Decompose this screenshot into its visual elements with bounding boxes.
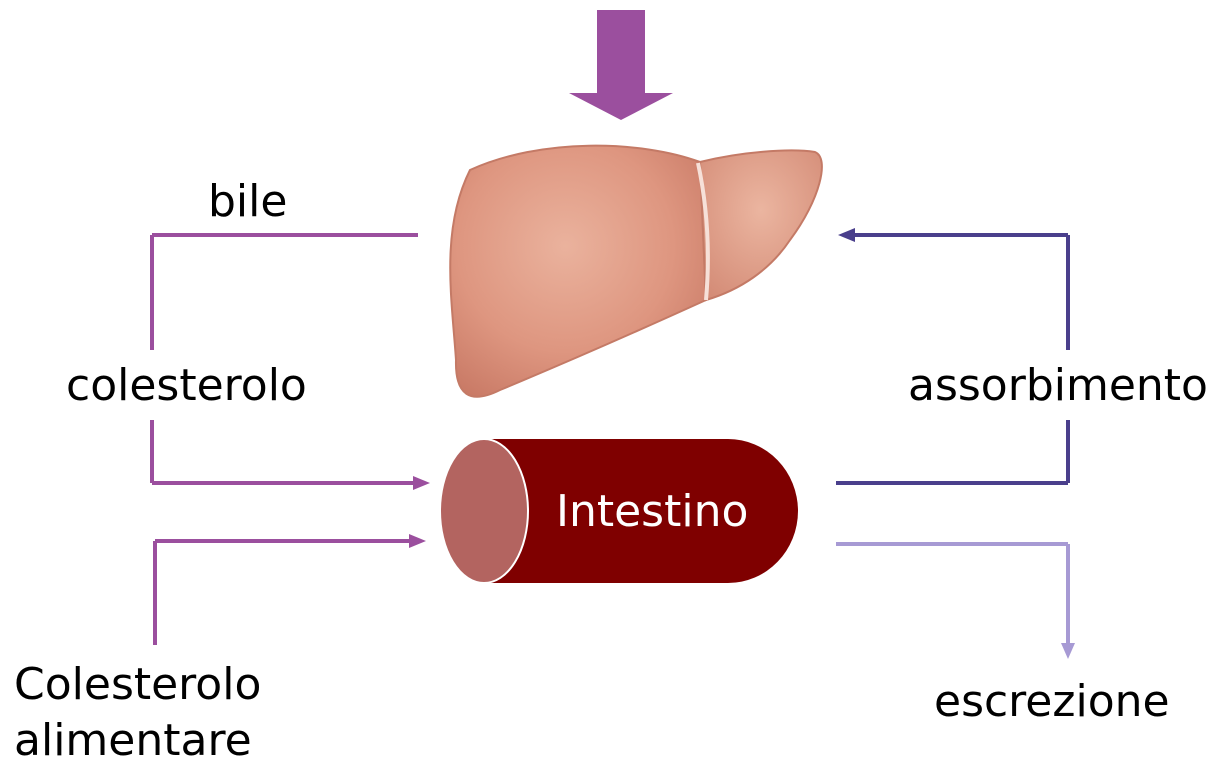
colesterolo-alimentare-line1: Colesterolo xyxy=(14,657,261,713)
colesterolo-alimentare-line2: alimentare xyxy=(14,713,261,769)
intestine-end-cap xyxy=(440,439,528,583)
bile-label: bile xyxy=(208,180,287,224)
dietary-cholesterol-connector xyxy=(155,541,412,645)
escrezione-label: escrezione xyxy=(934,680,1170,724)
excretion-connector xyxy=(836,544,1068,644)
dietary-cholesterol-arrowhead xyxy=(409,534,426,548)
colesterolo-alimentare-label: Colesterolo alimentare xyxy=(14,657,261,769)
bile-flow-connector xyxy=(152,235,418,483)
top-down-arrow xyxy=(569,10,673,120)
colesterolo-label: colesterolo xyxy=(66,364,307,408)
assorbimento-label: assorbimento xyxy=(908,364,1208,408)
excretion-arrowhead xyxy=(1061,643,1075,659)
intestino-label: Intestino xyxy=(556,490,748,534)
absorption-arrowhead xyxy=(838,228,855,242)
bile-flow-arrowhead xyxy=(413,476,430,490)
absorption-connector xyxy=(836,235,1068,483)
